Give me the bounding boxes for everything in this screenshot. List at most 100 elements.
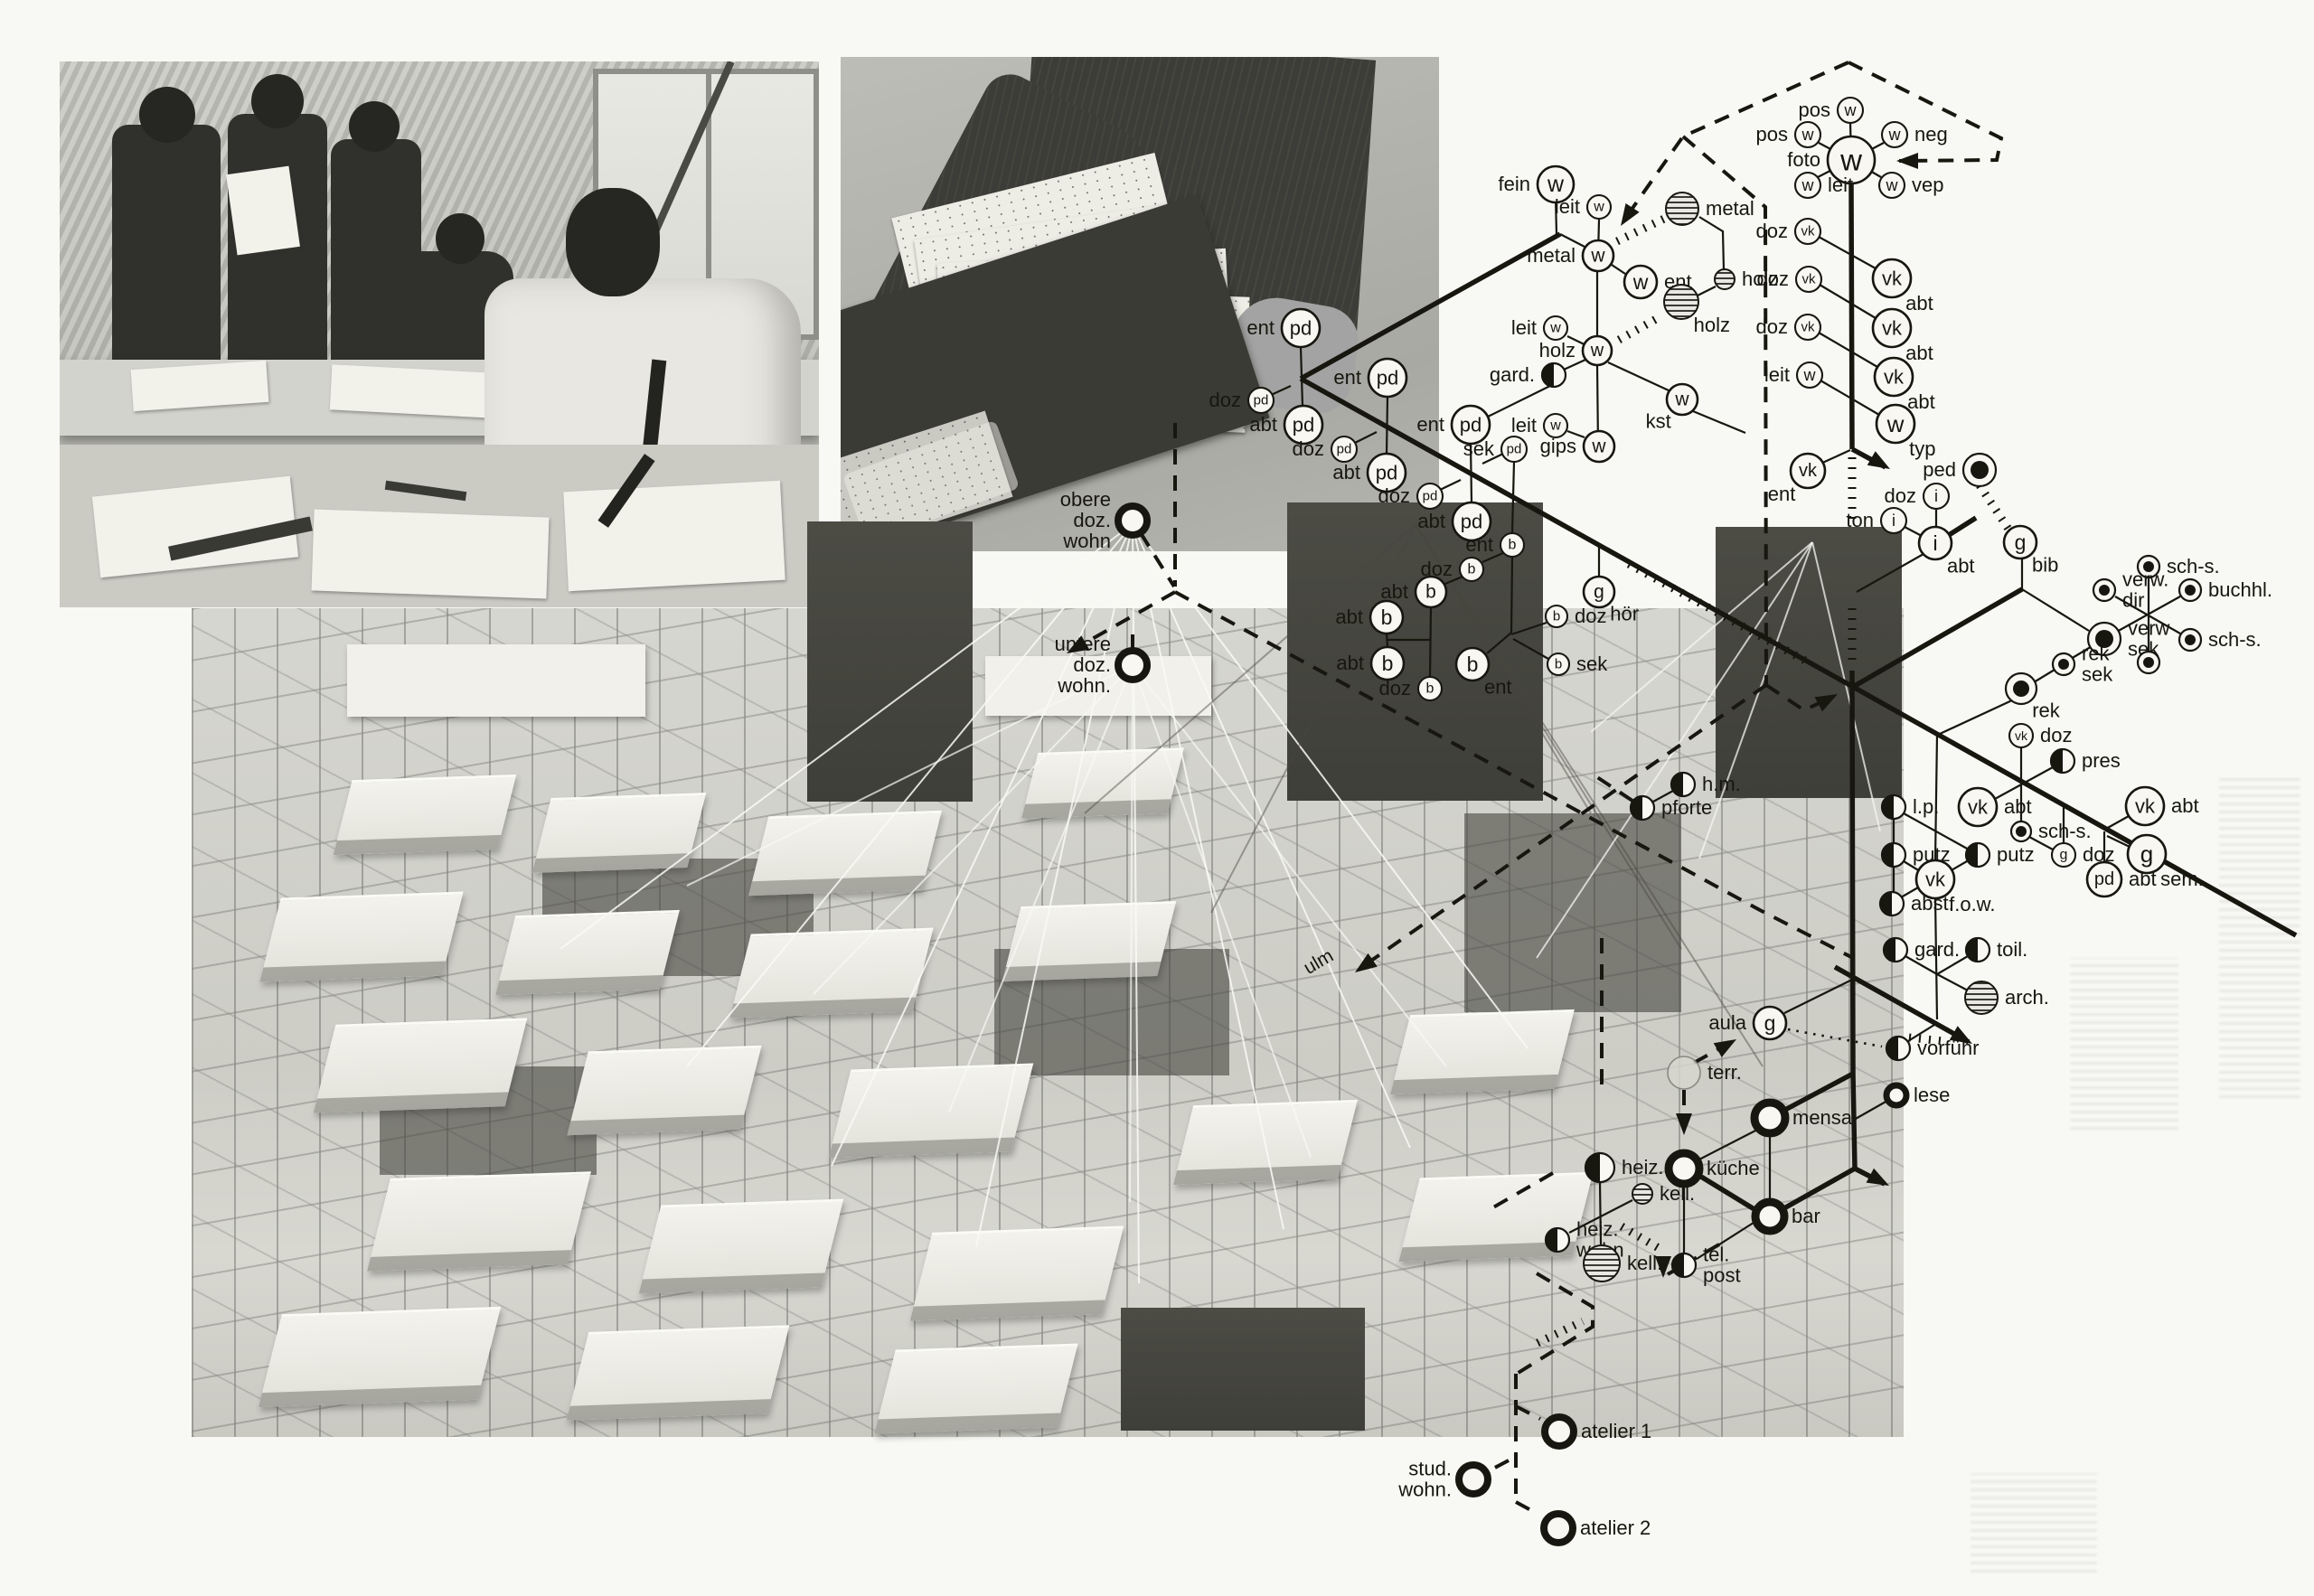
node-label: abt [1332, 461, 1360, 483]
node-label: doz [1756, 220, 1788, 242]
edge-solid [1904, 526, 1923, 537]
node-label: sek [1463, 437, 1495, 460]
punchcard-photo [841, 57, 1439, 551]
person-head-2 [251, 74, 304, 128]
node-label: terr. [1707, 1061, 1742, 1084]
node-label: arch. [2005, 986, 2049, 1009]
edge-heavy [1781, 1166, 1857, 1212]
edge-solid [2106, 835, 2131, 848]
node-label: bar [1792, 1205, 1820, 1227]
edge-dashed [1174, 590, 1854, 960]
node-label: bib [2032, 553, 2058, 576]
node-abst: abst. [1878, 890, 1954, 917]
page-bleed [1971, 1473, 2097, 1573]
edge-solid [1939, 699, 2015, 735]
node-label: ped [1923, 458, 1956, 481]
svg-text:w: w [1839, 144, 1862, 177]
edge-dashed [1593, 774, 1634, 803]
edge-solid [1598, 1181, 1603, 1245]
node-label: sem. [2160, 868, 2204, 890]
node-hatch-holz-b: holz [1663, 284, 1730, 336]
node-label: atelier 1 [1581, 1420, 1651, 1442]
svg-text:w: w [1803, 366, 1817, 384]
svg-text:pd: pd [1337, 442, 1352, 457]
edge-ticks [1616, 315, 1660, 343]
edge-solid [1485, 382, 1557, 418]
node-label: vep [1912, 174, 1943, 196]
svg-text:w: w [1886, 176, 1899, 194]
svg-text:vk: vk [1882, 268, 1903, 290]
node-label: hör [1610, 603, 1639, 625]
edge-ticks [1976, 483, 2015, 536]
node-label: leit [1555, 195, 1580, 218]
svg-text:g: g [1764, 1011, 1776, 1035]
edge-solid [1692, 409, 1746, 435]
edge-solid [1697, 286, 1717, 296]
edge-solid [2033, 669, 2055, 683]
edge-solid [1428, 606, 1433, 678]
person-head-4 [436, 213, 484, 264]
edge-solid [1607, 361, 1670, 391]
edge-solid [1566, 429, 1585, 439]
edge-solid [1936, 973, 1969, 991]
node-label: abt [2171, 794, 2199, 817]
node-label: abt [1905, 292, 1933, 315]
edge-ticks [1536, 1317, 1585, 1347]
edge-solid [1510, 621, 1547, 636]
node-hm: h.m. [1670, 771, 1741, 798]
svg-text:i: i [1892, 512, 1895, 530]
svg-text:b: b [1426, 681, 1434, 697]
arrowhead [1949, 1026, 1972, 1044]
svg-text:w: w [1674, 390, 1689, 410]
node-label: rek [2032, 699, 2061, 722]
person-head-5 [566, 188, 660, 296]
edge-heavy [1299, 231, 1562, 381]
arrowhead [1676, 1113, 1692, 1135]
arrowhead [1866, 1168, 1889, 1186]
edge-solid [1299, 346, 1304, 407]
svg-text:pd: pd [1507, 442, 1522, 457]
node-schs-3: sch-s. [2009, 820, 2092, 843]
node-label: abt [1947, 554, 1975, 577]
edge-dashed [1515, 1404, 1541, 1421]
node-kell-s: kell. [1632, 1182, 1695, 1205]
person-head-1 [139, 87, 195, 143]
edge-heavy [1833, 964, 1971, 1045]
node-mensa: mensa [1750, 1098, 1853, 1138]
node-label: küche [1707, 1157, 1760, 1179]
edge-solid [1568, 1199, 1633, 1234]
node-label: foto [1787, 148, 1820, 171]
node-label: abt [2004, 795, 2032, 818]
node-label: abst. [1911, 892, 1954, 915]
arrowhead [1621, 202, 1640, 226]
edge-heavy [1851, 587, 2024, 690]
node-label: sch-s. [2167, 555, 2220, 577]
node-label: holz [1539, 339, 1576, 361]
floating-labels: ulm [1300, 945, 1337, 979]
node-pforte: pforte [1629, 794, 1712, 821]
edge-solid [1903, 860, 1921, 872]
edge-heavy [1851, 684, 2298, 938]
